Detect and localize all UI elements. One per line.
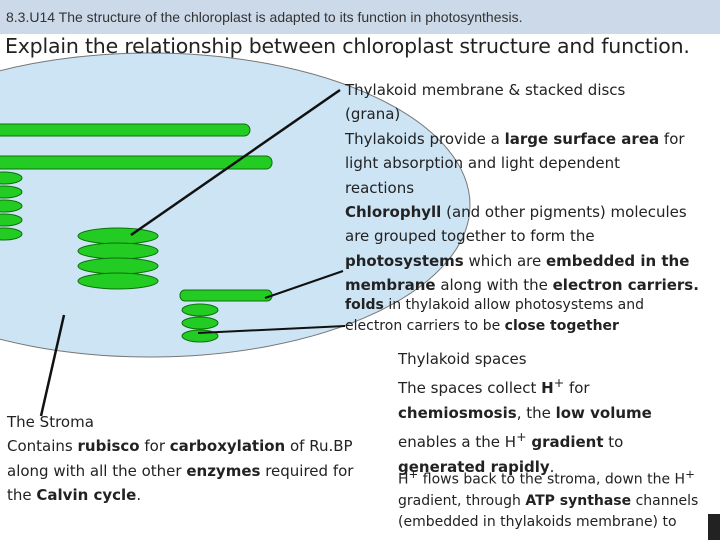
text-run: The spaces collect	[398, 379, 542, 398]
text-run: of Ru.BP	[285, 437, 353, 456]
bold-term: H	[541, 379, 554, 398]
text-run: in thylakoid allow photosystems and	[383, 297, 644, 313]
text-run: which are	[463, 251, 546, 270]
granum-right	[181, 303, 219, 343]
slide-edge-shadow	[708, 514, 720, 540]
bold-term: Chlorophyll	[345, 203, 442, 222]
thylakoid-spaces-heading: Thylakoid spaces	[398, 350, 527, 368]
text-run: flows back to the stroma, down the H	[418, 471, 686, 488]
bold-term: electron carriers.	[552, 276, 699, 295]
leader-line-thylakoid	[130, 88, 341, 237]
text-run: enables a the H	[398, 433, 517, 452]
bold-term: rubisco	[77, 437, 140, 456]
bold-term: Calvin cycle	[36, 486, 137, 505]
thylakoid-disc	[77, 272, 159, 290]
proton-flow-text: H+ flows back to the stroma, down the H+…	[398, 464, 698, 533]
thylakoid-disc	[77, 257, 159, 275]
bold-term: chemiosmosis	[398, 403, 517, 422]
text-run: light absorption and light dependent	[345, 154, 621, 173]
stroma-lamella	[179, 289, 273, 302]
text-run: (embedded in thylakoids membrane) to	[398, 513, 677, 530]
text-run: .	[136, 486, 142, 505]
leader-line-stroma	[39, 314, 66, 417]
text-run: , the	[516, 403, 556, 422]
text-run: (and other pigments) molecules	[441, 203, 687, 222]
thylakoid-disc	[181, 316, 219, 330]
bold-term: large surface area	[504, 129, 660, 148]
text-run: .	[549, 457, 555, 476]
bold-term: photosystems	[345, 251, 464, 270]
text-run: are grouped together to form the	[345, 227, 595, 246]
text-run: channels	[631, 492, 699, 509]
text-run: electron carriers to be	[345, 318, 505, 334]
text-run: gradient, through	[398, 492, 526, 509]
bold-term: enzymes	[186, 461, 261, 480]
thylakoid-disc	[0, 185, 23, 199]
text-run: to	[603, 433, 624, 452]
text-run: for	[564, 379, 590, 398]
superscript: +	[516, 429, 527, 445]
thylakoid-membrane-text: Thylakoid membrane & stacked discs (gran…	[345, 78, 699, 298]
text-run: reactions	[345, 178, 415, 197]
leader-line-spaces	[197, 325, 346, 334]
superscript: +	[408, 467, 419, 481]
folds-text: folds in thylakoid allow photosystems an…	[345, 295, 665, 337]
text-run: Contains	[7, 437, 78, 456]
text-run: for	[659, 129, 685, 148]
bold-term: gradient	[531, 433, 604, 452]
text-run: required for	[260, 461, 354, 480]
granum-centre	[77, 227, 159, 290]
bold-term: folds	[345, 297, 384, 313]
slide-title: Explain the relationship between chlorop…	[5, 34, 690, 58]
stroma-lamella	[0, 155, 273, 170]
bold-term: carboxylation	[169, 437, 286, 456]
leader-line-folds	[264, 270, 344, 299]
bold-term: generated rapidly	[398, 457, 550, 476]
text-run: along with all the other	[7, 461, 187, 480]
text-run: Thylakoids provide a	[345, 129, 505, 148]
thylakoid-heading-line2: (grana)	[345, 105, 401, 124]
thylakoid-heading-line1: Thylakoid membrane & stacked discs	[345, 81, 626, 99]
thylakoid-disc	[181, 303, 219, 317]
superscript: +	[685, 467, 695, 481]
thylakoid-spaces-text: Thylakoid spaces The spaces collect H+ f…	[398, 347, 652, 479]
text-run: for	[139, 437, 170, 456]
bold-term: membrane	[345, 276, 436, 295]
text-run: the	[7, 486, 37, 505]
bold-term: embedded in the	[546, 251, 690, 270]
stroma-heading: The Stroma	[7, 413, 94, 431]
stroma-lamella	[0, 123, 251, 137]
text-run: along with the	[435, 276, 553, 295]
thylakoid-disc	[0, 227, 23, 241]
text-run: H	[398, 471, 409, 488]
thylakoid-disc	[0, 213, 23, 227]
superscript: +	[553, 375, 565, 391]
bold-term: low volume	[555, 403, 652, 422]
header-text: 8.3.U14 The structure of the chloroplast…	[6, 9, 523, 25]
thylakoid-disc	[0, 199, 23, 213]
stroma-text: The Stroma Contains rubisco for carboxyl…	[7, 410, 353, 508]
granum-left	[0, 171, 23, 241]
slide-header: 8.3.U14 The structure of the chloroplast…	[0, 0, 720, 34]
bold-term: close together	[504, 318, 619, 334]
thylakoid-disc	[77, 242, 159, 260]
thylakoid-disc	[0, 171, 23, 185]
bold-term: ATP synthase	[525, 492, 632, 509]
thylakoid-disc	[77, 227, 159, 245]
